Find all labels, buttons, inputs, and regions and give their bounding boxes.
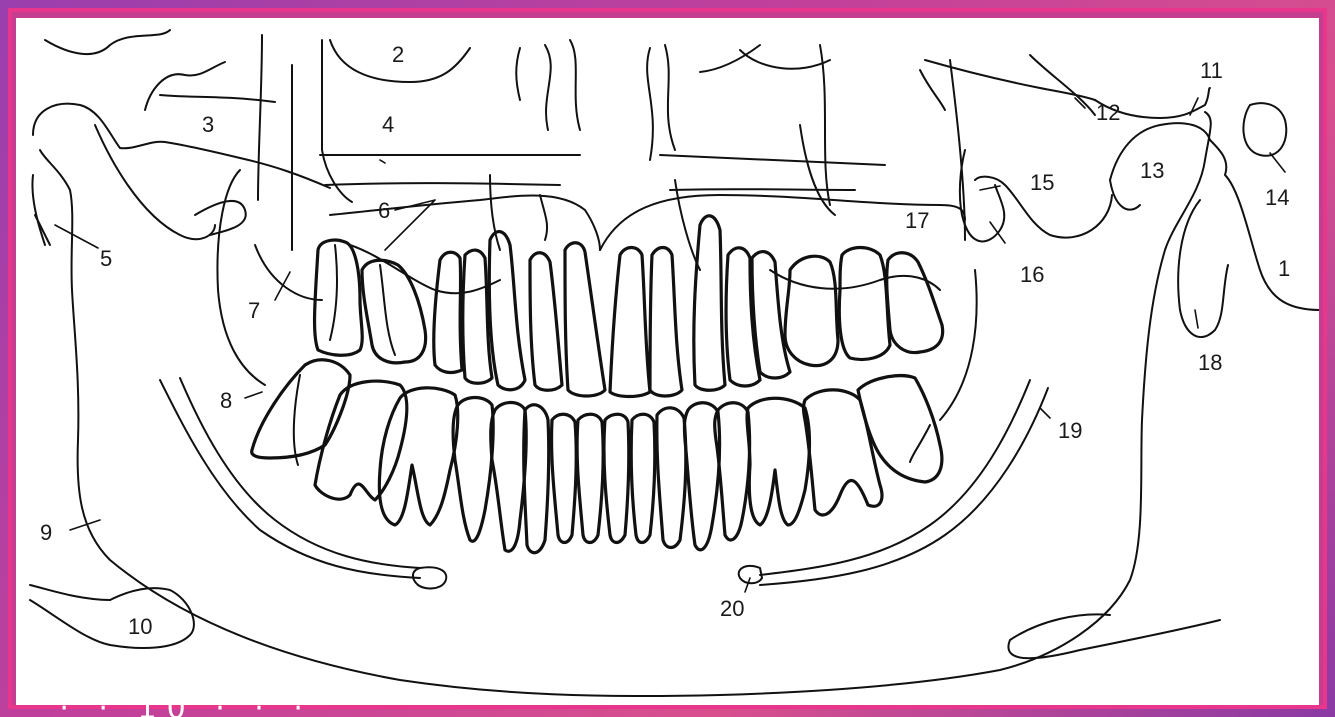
label-19: 19 <box>1058 418 1082 443</box>
upper-tooth-molar-right-2 <box>887 253 943 353</box>
lower-teeth <box>252 360 942 553</box>
lower-bone-shapes <box>30 585 194 648</box>
label-8: 8 <box>220 388 232 413</box>
upper-tooth-premolar-left-2 <box>434 252 462 372</box>
label-18: 18 <box>1198 350 1222 375</box>
upper-tooth-incisor-right-2 <box>650 248 682 397</box>
label-1: 1 <box>1278 256 1290 281</box>
label-14: 14 <box>1265 185 1289 210</box>
upper-tooth-premolar-left-1 <box>362 260 426 363</box>
lower-tooth-incisor-left-2 <box>552 414 577 542</box>
upper-tooth-incisor-left-1 <box>565 243 605 396</box>
leader-lines <box>55 98 1285 592</box>
label-2: 2 <box>392 42 404 67</box>
lower-tooth-molar-left-1 <box>379 388 457 525</box>
bottom-caption-text: " · · 10 · · · <box>16 705 1319 717</box>
label-7: 7 <box>248 298 260 323</box>
lower-tooth-incisor-right-1 <box>604 414 629 542</box>
upper-tooth-premolar-right-2 <box>785 256 838 365</box>
label-3: 3 <box>202 112 214 137</box>
upper-tooth-incisor-left-2 <box>530 253 562 391</box>
lower-tooth-incisor-right-2 <box>631 414 655 542</box>
upper-tooth-molar-left <box>315 240 363 355</box>
label-17: 17 <box>905 208 929 233</box>
upper-teeth <box>315 216 943 397</box>
upper-tooth-molar-right-1 <box>839 248 890 360</box>
label-11: 11 <box>1200 58 1223 83</box>
left-mandible-outline <box>32 104 720 696</box>
lower-tooth-molar-right-1 <box>747 398 809 525</box>
label-6: 6 <box>378 198 390 223</box>
upper-skull-lines <box>45 30 1095 250</box>
maxilla-lines <box>330 175 965 293</box>
label-9: 9 <box>40 520 52 545</box>
lower-tooth-molar-right-2 <box>804 390 882 515</box>
label-20: 20 <box>720 596 744 621</box>
lower-tooth-canine-right <box>657 408 686 548</box>
lower-tooth-premolar-left-1 <box>491 403 526 552</box>
label-13: 13 <box>1140 158 1164 183</box>
label-5: 5 <box>100 246 112 271</box>
upper-tooth-incisor-right-1 <box>610 248 650 397</box>
upper-tooth-canine-right-long <box>694 216 725 390</box>
number-labels: 1 2 3 4 5 6 7 8 9 10 11 12 13 14 15 16 1… <box>40 42 1290 639</box>
label-16: 16 <box>1020 262 1044 287</box>
label-10: 10 <box>128 614 152 639</box>
lower-tooth-wisdom-right <box>858 376 942 482</box>
panoramic-dental-diagram: 1 2 3 4 5 6 7 8 9 10 11 12 13 14 15 16 1… <box>16 18 1319 705</box>
lower-tooth-incisor-left-1 <box>577 414 603 542</box>
label-15: 15 <box>1030 170 1054 195</box>
right-mandible-outline <box>720 88 1319 695</box>
label-12: 12 <box>1096 100 1120 125</box>
upper-tooth-canine-left-long <box>489 232 525 390</box>
upper-tooth-canine-left <box>463 250 492 383</box>
label-4: 4 <box>382 112 394 137</box>
diagram-canvas: 1 2 3 4 5 6 7 8 9 10 11 12 13 14 15 16 1… <box>16 18 1319 705</box>
bottom-caption-strip: " · · 10 · · · <box>16 705 1319 717</box>
